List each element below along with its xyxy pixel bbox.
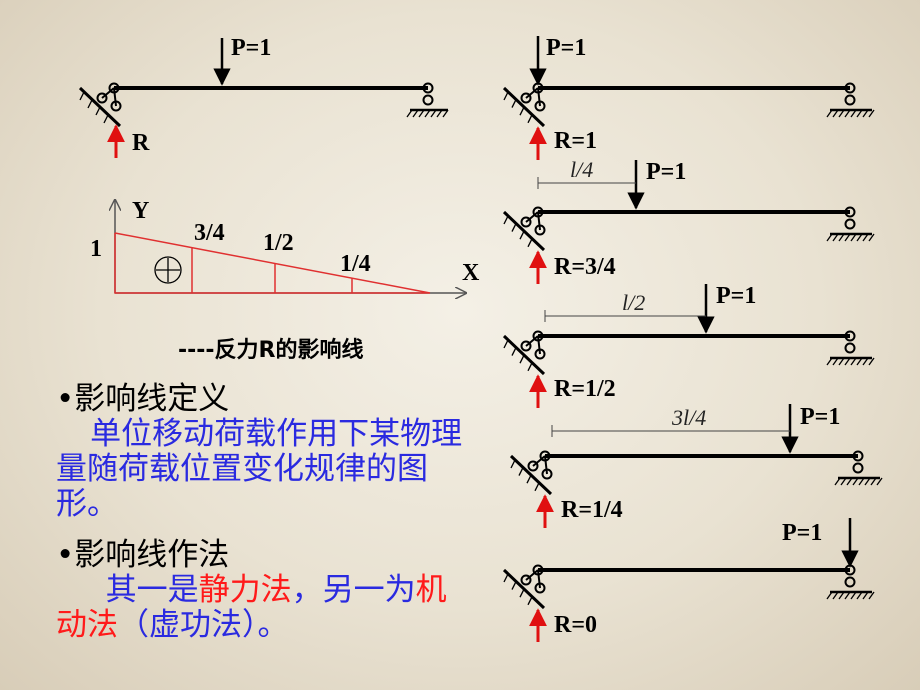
reaction-label: R=1 bbox=[554, 128, 597, 154]
influence-line-caption: ----反力R的影响线 bbox=[178, 337, 363, 363]
method-part2: ，另一为 bbox=[291, 572, 416, 608]
roller-support bbox=[826, 206, 875, 242]
method-body: 其一是静力法，另一为机动法（虚功法）。 bbox=[56, 573, 476, 643]
pin-support bbox=[502, 330, 546, 376]
reaction-label: R=3/4 bbox=[554, 254, 616, 280]
roller-support bbox=[826, 564, 875, 600]
load-label: P=1 bbox=[646, 159, 686, 185]
ordinate-1-2-label: 1/2 bbox=[263, 230, 294, 256]
load-label: P=1 bbox=[716, 283, 756, 309]
method-heading: •影响线作法 bbox=[56, 537, 230, 573]
left-load-label: P=1 bbox=[231, 35, 271, 61]
distance-label: l/2 bbox=[622, 290, 645, 315]
pin-support bbox=[502, 564, 546, 610]
right-beam-3: P=1 l/2R=1/2 bbox=[502, 283, 875, 408]
reaction-label: R=0 bbox=[554, 612, 597, 638]
left-reaction-label: R bbox=[132, 130, 150, 156]
x-axis-label: X bbox=[462, 260, 480, 286]
definition-body: 单位移动荷载作用下某物理量随荷载位置变化规律的图形。 bbox=[56, 416, 463, 522]
method-part3: （虚功法）。 bbox=[118, 607, 289, 643]
static-method-term: 静力法 bbox=[198, 572, 292, 608]
pin-support bbox=[502, 206, 546, 252]
y-axis-label: Y bbox=[132, 198, 149, 224]
right-beams: P=1R=1P=1l/4R=3/4P=1l/2R=1/2P=13l/4R=1/4… bbox=[502, 35, 883, 642]
pin-support bbox=[509, 450, 553, 496]
right-beam-4: P=1 3l/4R=1/4 bbox=[509, 404, 883, 528]
load-label: P=1 bbox=[546, 35, 586, 61]
influence-line-diagram: Y X 1 3/4 1/2 1/4 ----反力R的影响线 bbox=[90, 198, 480, 363]
right-beam-1: P=1R=1 bbox=[502, 35, 875, 160]
plus-sign-icon bbox=[154, 256, 182, 284]
definition-section: •影响线定义 单位移动荷载作用下某物理量随荷载位置变化规律的图形。 bbox=[56, 382, 476, 522]
roller-support bbox=[826, 330, 875, 366]
right-beam-5: P=1R=0 bbox=[502, 518, 875, 642]
roller-support bbox=[834, 450, 883, 486]
influence-line bbox=[114, 232, 431, 294]
method-section: •影响线作法 其一是静力法，另一为机动法（虚功法）。 bbox=[56, 538, 476, 643]
left-beam: P=1 R bbox=[78, 35, 449, 158]
roller-support bbox=[826, 82, 875, 118]
reaction-label: R=1/2 bbox=[554, 376, 616, 402]
ordinate-3-4-label: 3/4 bbox=[194, 220, 225, 246]
kinematic-method-term: 机动法 bbox=[56, 572, 447, 643]
definition-heading: •影响线定义 bbox=[56, 381, 230, 417]
reaction-label: R=1/4 bbox=[561, 497, 623, 523]
left-beam-roller-support bbox=[406, 82, 449, 118]
ordinate-1-label: 1 bbox=[90, 236, 102, 262]
distance-label: 3l/4 bbox=[671, 405, 706, 430]
load-label: P=1 bbox=[800, 404, 840, 430]
ordinate-1-4-label: 1/4 bbox=[340, 251, 371, 277]
load-label: P=1 bbox=[782, 520, 822, 546]
method-part1: 其一是 bbox=[105, 572, 199, 608]
right-beam-2: P=1 l/4R=3/4 bbox=[502, 157, 875, 284]
distance-label: l/4 bbox=[570, 157, 593, 182]
